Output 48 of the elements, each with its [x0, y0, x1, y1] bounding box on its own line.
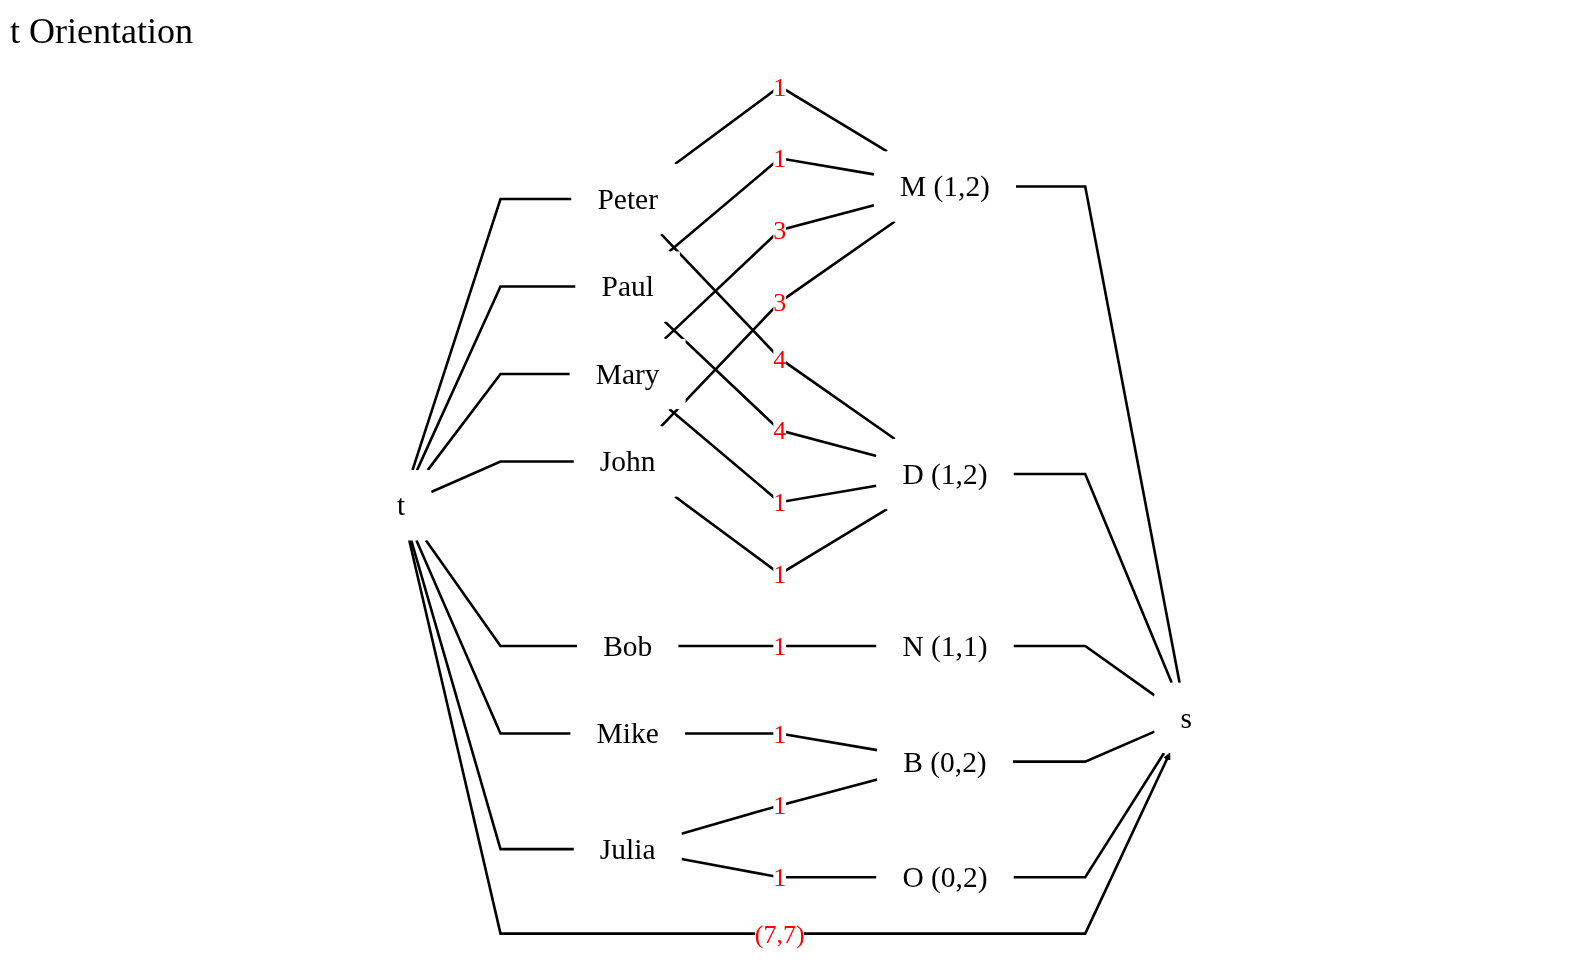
edge-label: 3 — [773, 215, 787, 245]
edge-label: 1 — [773, 862, 787, 892]
connector — [678, 644, 877, 648]
connector — [426, 372, 570, 471]
arrow — [408, 540, 1171, 935]
edge-label: 4 — [773, 416, 787, 445]
node-text: Bob — [603, 629, 653, 663]
node-text: M (1,2) — [899, 170, 990, 203]
connector — [684, 732, 878, 752]
connector — [1015, 185, 1181, 684]
node-text: B (0,2) — [903, 745, 987, 778]
edge-label: 1 — [773, 144, 787, 173]
connector — [415, 285, 576, 471]
node-text: John — [599, 445, 656, 478]
connector — [1013, 644, 1156, 697]
connector — [681, 778, 878, 835]
edge-label: 4 — [773, 344, 787, 373]
edge-label: 3 — [773, 287, 787, 317]
connector — [681, 857, 877, 879]
connector — [663, 204, 875, 340]
connector — [411, 197, 572, 471]
node-text: Mike — [596, 717, 659, 750]
node-text: Paul — [601, 270, 654, 303]
connector — [410, 539, 574, 851]
edge-label: 1 — [773, 72, 787, 101]
connector — [668, 156, 875, 253]
node-text: Peter — [597, 183, 658, 216]
connector — [415, 539, 571, 735]
node-text: s — [1180, 701, 1192, 734]
edge-label: 1 — [773, 791, 787, 820]
node-text: O (0,2) — [902, 861, 988, 894]
node-text: N (1,1) — [902, 629, 988, 663]
connector — [1012, 730, 1156, 763]
edge-label: (7,7) — [754, 919, 805, 948]
edge-label: 1 — [773, 631, 787, 661]
heading-text: t Orientation — [10, 11, 193, 51]
edge-label: 1 — [773, 487, 787, 517]
connector — [668, 408, 877, 504]
connector — [1013, 472, 1173, 684]
node-text: t — [397, 489, 406, 522]
connector — [430, 460, 574, 494]
edge-label: 1 — [773, 559, 787, 589]
connector — [424, 539, 578, 648]
edge-label: 1 — [773, 719, 787, 748]
connector — [663, 320, 877, 458]
connector — [1013, 752, 1166, 879]
node-text: Julia — [599, 833, 656, 866]
node-text: D (1,2) — [902, 458, 988, 491]
